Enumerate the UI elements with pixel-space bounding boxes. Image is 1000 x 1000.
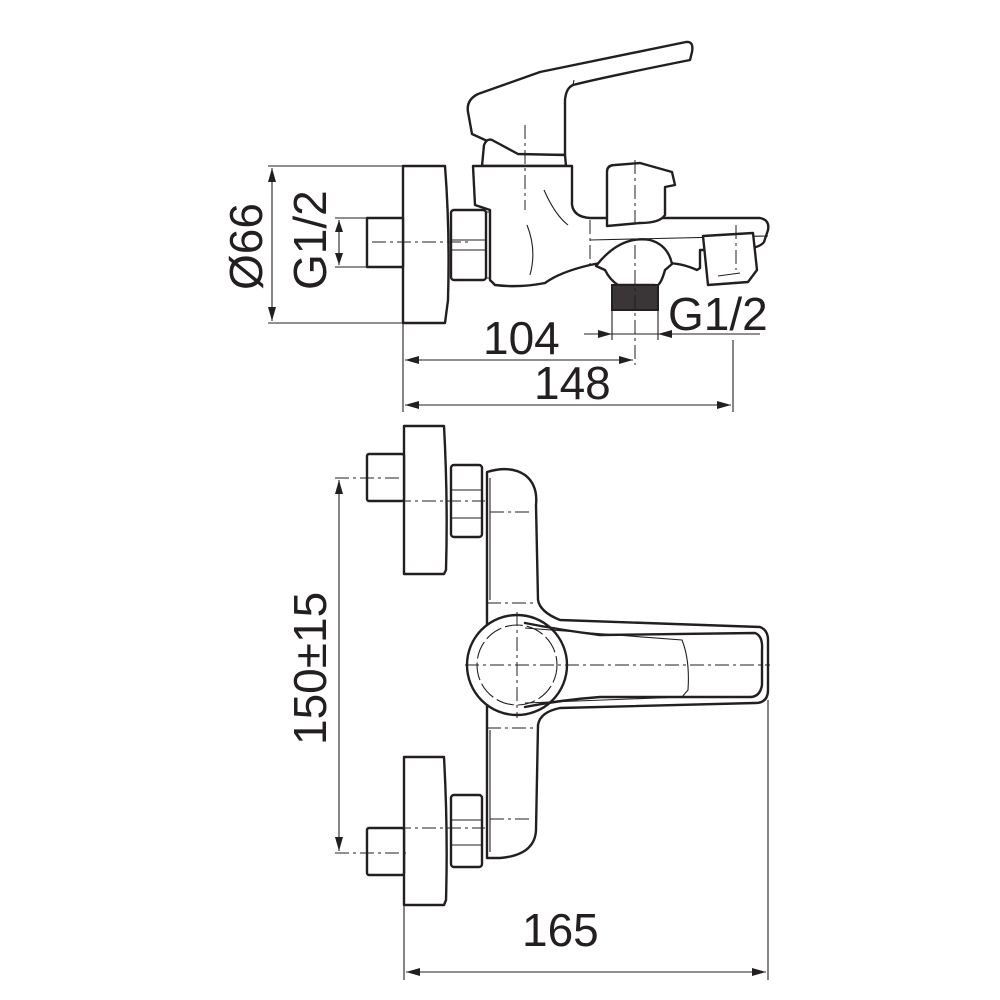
wall-flange	[401, 164, 450, 325]
lower-hex-nut	[449, 793, 484, 869]
upper-flange	[402, 424, 448, 576]
label-inlet-spacing: 150±15	[284, 592, 336, 745]
diverter-knob	[605, 161, 677, 228]
spout-aerator	[701, 231, 759, 287]
dimension-inlet-spacing: 150±15	[284, 480, 343, 851]
label-overall-depth: 148	[534, 357, 611, 409]
hex-nut	[449, 208, 488, 282]
label-flange-diameter: Ø66	[220, 203, 272, 290]
lever-handle	[466, 40, 694, 157]
dimension-outlet-distance: 104	[402, 312, 633, 412]
label-outlet-thread: G1/2	[668, 288, 768, 340]
label-overall-projection: 165	[522, 904, 599, 956]
label-inlet-thread: G1/2	[284, 190, 336, 290]
lower-flange	[402, 755, 448, 907]
dimension-overall-projection: 165	[403, 700, 769, 980]
dimension-overall-depth: 148	[405, 340, 734, 412]
front-view: 150±15 165	[284, 424, 770, 980]
outlet-dome	[594, 238, 674, 287]
dimension-flange-diameter: Ø66	[220, 165, 403, 324]
front-body	[485, 467, 770, 860]
dimension-outlet-thread: G1/2	[584, 288, 768, 340]
side-view: Ø66 G1/2 G1/2 104 148	[220, 40, 770, 412]
label-outlet-distance: 104	[483, 312, 560, 364]
cartridge-neck	[480, 138, 568, 168]
dimension-inlet-thread: G1/2	[284, 190, 367, 290]
lower-inlet-pipe	[365, 826, 406, 877]
